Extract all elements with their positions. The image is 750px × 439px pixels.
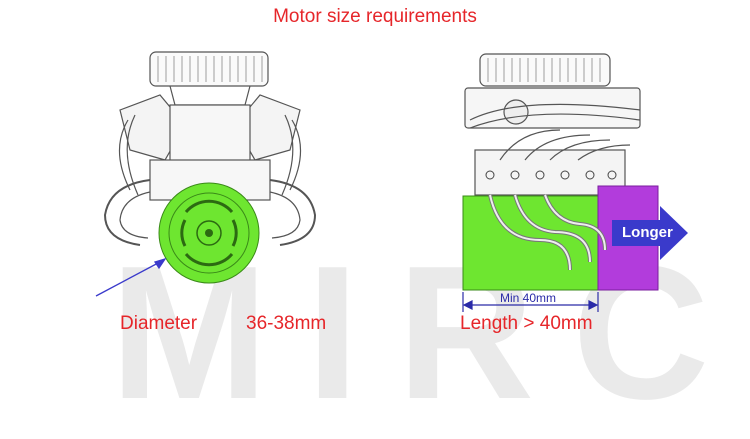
motor-side-green xyxy=(462,195,599,291)
side-view-engine xyxy=(464,53,641,196)
diameter-arrow xyxy=(95,257,167,297)
longer-label: Longer xyxy=(622,224,673,241)
longer-arrow xyxy=(612,206,688,260)
engine-diagram xyxy=(95,51,688,312)
page-title: Motor size requirements xyxy=(273,6,477,27)
motor-front-circle xyxy=(158,182,260,284)
diameter-label: Diameter xyxy=(120,313,198,334)
front-view-engine xyxy=(103,51,317,246)
dimension-line xyxy=(462,292,599,312)
diameter-value: 36-38mm xyxy=(246,313,327,334)
length-label: Length > 40mm xyxy=(460,313,593,334)
min-length-label: Min 40mm xyxy=(500,291,557,305)
